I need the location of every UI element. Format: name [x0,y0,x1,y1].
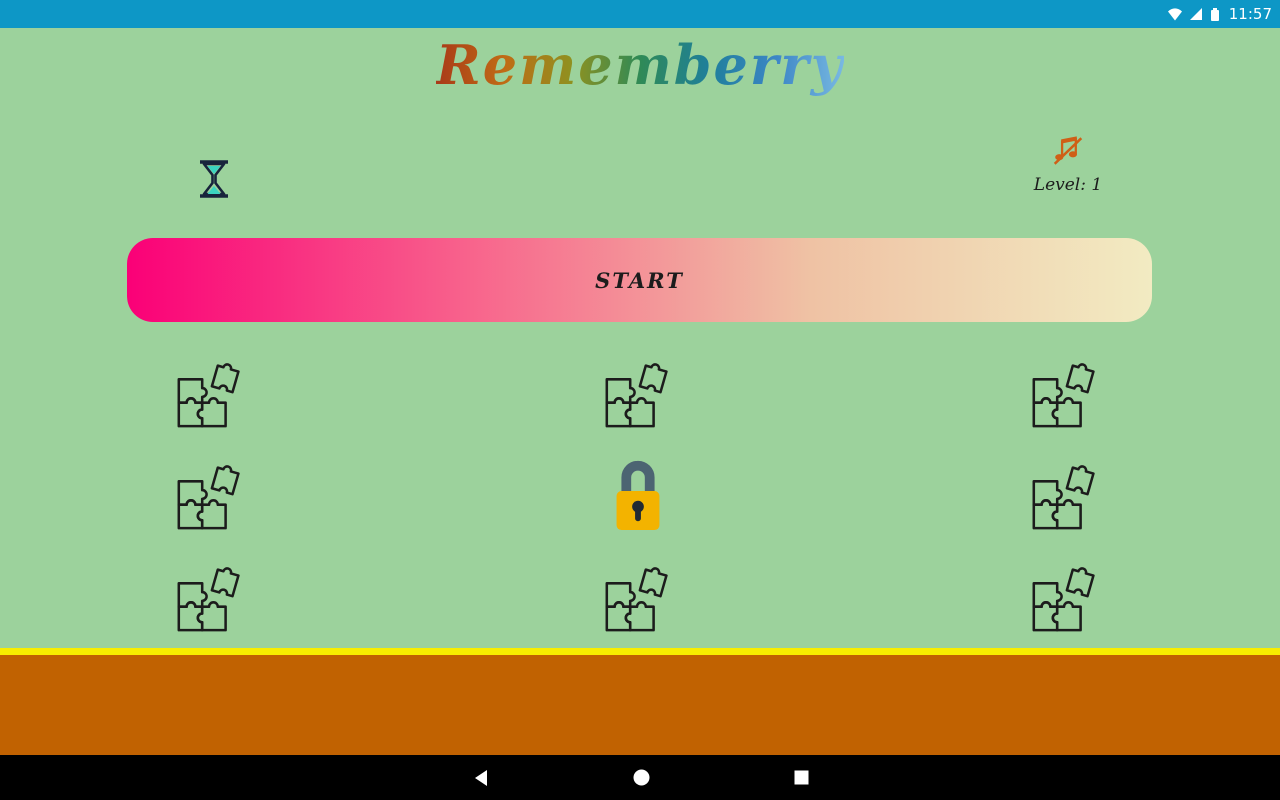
android-nav-bar [0,755,1280,800]
level-puzzle-icon[interactable] [1023,554,1107,636]
battery-icon [1210,7,1219,21]
level-puzzle-icon[interactable] [168,350,252,432]
app-title: Rememberry [435,33,845,97]
sound-toggle[interactable]: Level: 1 [1026,132,1110,195]
level-puzzle-icon[interactable] [596,350,680,432]
nav-back-icon[interactable] [472,769,489,787]
level-label: Level: 1 [1033,175,1103,195]
level-grid [140,340,1135,648]
bottom-orange-banner [0,655,1280,755]
start-button-label: START [595,267,684,293]
status-clock: 11:57 [1228,5,1272,23]
nav-recents-icon[interactable] [794,770,809,785]
divider-yellow-strip [0,648,1280,655]
locked-level-lock-icon[interactable] [596,452,680,534]
level-puzzle-icon[interactable] [168,452,252,534]
timer-hourglass-icon[interactable] [194,156,234,202]
level-puzzle-icon[interactable] [1023,452,1107,534]
status-bar: 11:57 [0,0,1280,28]
level-puzzle-icon[interactable] [1023,350,1107,432]
cell-signal-icon [1189,8,1202,20]
start-button[interactable]: START [127,238,1152,322]
wifi-icon [1167,8,1182,21]
game-area: Rememberry Level: 1 [0,28,1280,648]
music-off-icon[interactable] [1049,132,1087,170]
level-puzzle-icon[interactable] [596,554,680,636]
level-puzzle-icon[interactable] [168,554,252,636]
nav-home-icon[interactable] [633,769,650,786]
